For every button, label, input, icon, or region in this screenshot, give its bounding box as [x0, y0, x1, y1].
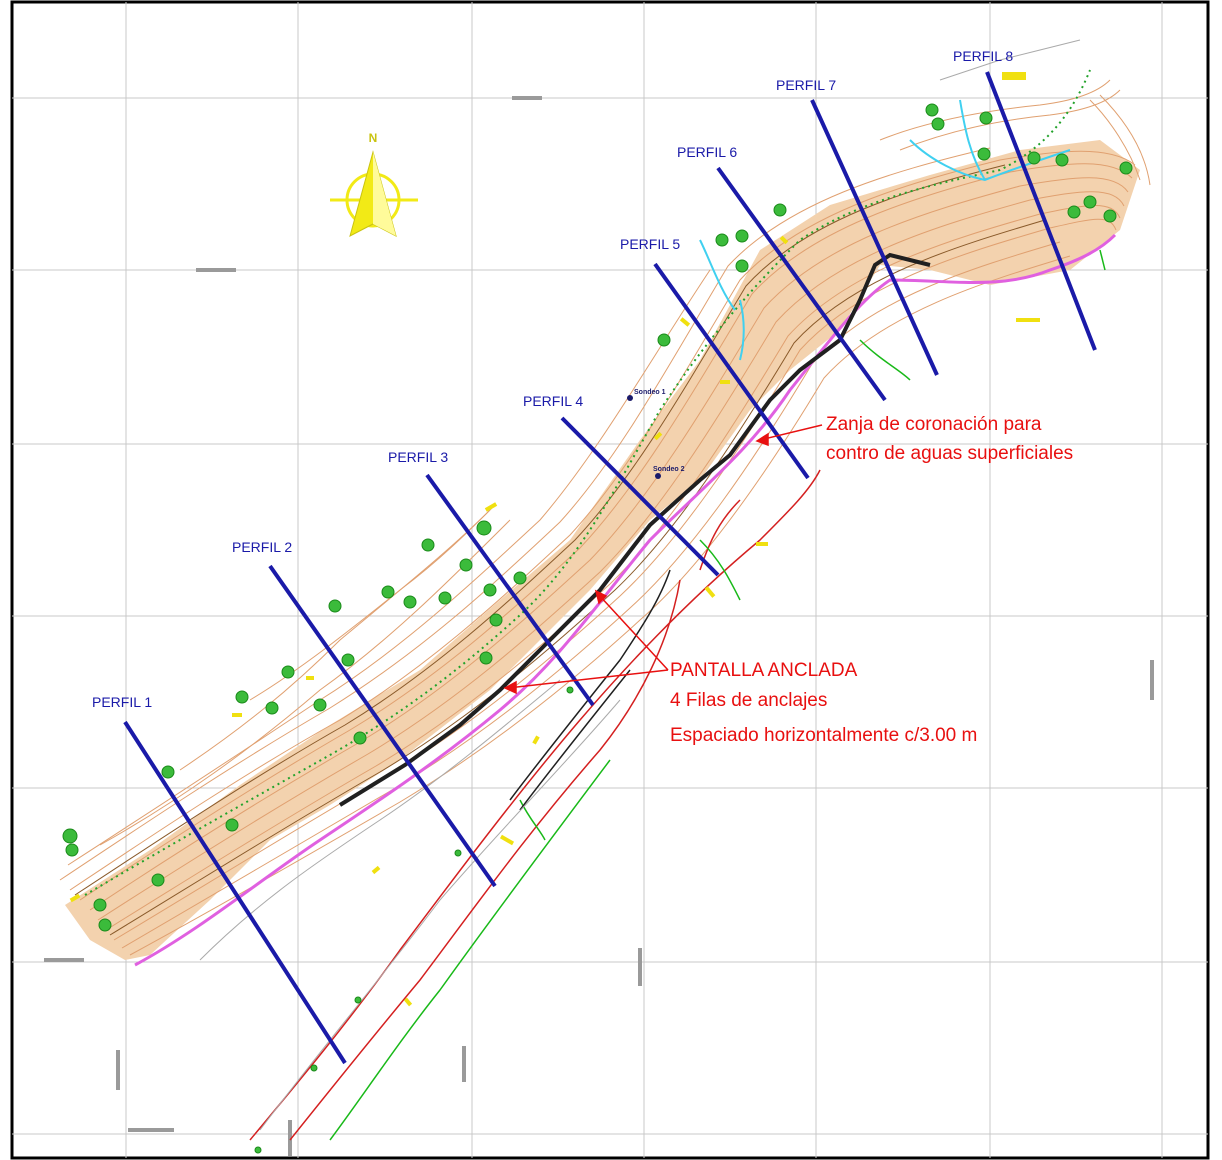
borehole-markers: Sondeo 1 Sondeo 2: [627, 389, 685, 479]
contour-lines: [59, 79, 1151, 956]
yellow-markers: [69, 72, 1040, 1007]
profile-line-3: [425, 473, 595, 707]
profile-label-8: PERFIL 8: [953, 48, 1013, 64]
drainage-channel: [699, 99, 1071, 361]
annotation-leaders: [503, 424, 823, 695]
profile-line-7: [810, 99, 939, 376]
slope-shaded-area: [65, 140, 1140, 960]
north-letter: N: [369, 131, 378, 145]
borehole-label-1: Sondeo 1: [634, 389, 666, 396]
pantalla-annotation-line2: 4 Filas de anclajes: [670, 690, 827, 711]
borehole-label-2: Sondeo 2: [653, 466, 685, 473]
road-lines: [199, 39, 1106, 1141]
profile-line-5: [653, 262, 810, 480]
profile-lines: [123, 71, 1097, 1065]
borehole-icon: [627, 395, 633, 401]
profile-label-7: PERFIL 7: [776, 77, 836, 93]
pantalla-annotation-line1: PANTALLA ANCLADA: [670, 660, 858, 681]
crest-contours: [74, 164, 1046, 936]
pantalla-annotation-line3: Espaciado horizontalmente c/3.00 m: [670, 725, 977, 746]
profile-label-1: PERFIL 1: [92, 694, 152, 710]
trees: [62, 103, 1133, 1154]
profile-line-8: [985, 71, 1097, 351]
zanja-annotation-line2: contro de aguas superficiales: [826, 443, 1073, 464]
anchored-wall: [338, 252, 931, 807]
profile-line-1: [123, 720, 347, 1065]
profile-label-5: PERFIL 5: [620, 236, 680, 252]
north-arrow-icon: N: [330, 131, 418, 237]
profile-label-2: PERFIL 2: [232, 539, 292, 555]
grid-coordinate-marks: [44, 96, 1154, 1156]
zanja-annotation-line1: Zanja de coronación para: [826, 414, 1042, 435]
profile-label-4: PERFIL 4: [523, 393, 583, 409]
profile-line-4: [560, 416, 720, 577]
profile-line-2: [268, 564, 497, 888]
toe-line: [134, 233, 1117, 967]
profile-label-3: PERFIL 3: [388, 449, 448, 465]
profile-line-6: [716, 166, 887, 402]
profile-label-6: PERFIL 6: [677, 144, 737, 160]
borehole-icon: [655, 473, 661, 479]
